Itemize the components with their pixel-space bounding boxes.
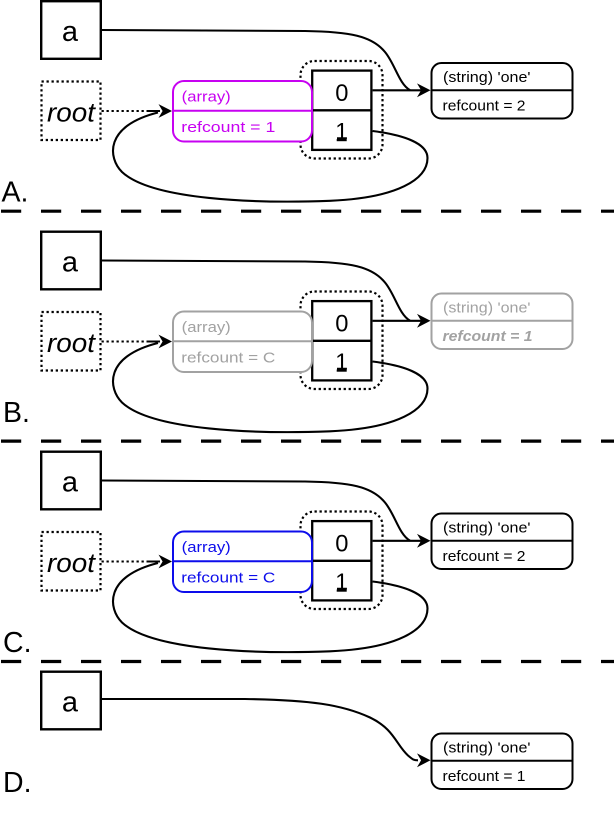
svg-text:root: root	[47, 328, 97, 358]
svg-text:(array): (array)	[182, 319, 231, 336]
svg-text:D.: D.	[3, 767, 32, 799]
svg-text:refcount = 1: refcount = 1	[443, 768, 526, 785]
svg-text:root: root	[47, 98, 97, 128]
svg-text:(string) 'one': (string) 'one'	[443, 300, 531, 317]
svg-text:A.: A.	[2, 177, 29, 209]
svg-text:a: a	[62, 247, 79, 279]
svg-text:B.: B.	[3, 397, 30, 429]
svg-text:refcount = 2: refcount = 2	[443, 548, 526, 565]
svg-text:a: a	[62, 16, 79, 48]
svg-text:(string) 'one': (string) 'one'	[443, 69, 531, 86]
svg-text:C.: C.	[3, 627, 32, 659]
svg-text:1: 1	[335, 569, 348, 595]
svg-text:(string) 'one': (string) 'one'	[443, 520, 531, 537]
svg-text:a: a	[62, 467, 79, 499]
svg-text:(array): (array)	[182, 539, 231, 556]
svg-text:refcount = C: refcount = C	[181, 570, 275, 587]
svg-text:refcount = C: refcount = C	[181, 350, 275, 367]
svg-text:0: 0	[335, 80, 348, 107]
svg-text:(array): (array)	[182, 88, 231, 105]
svg-text:a: a	[62, 687, 79, 719]
svg-text:1: 1	[335, 349, 348, 375]
svg-text:0: 0	[335, 530, 348, 557]
svg-text:refcount = 1: refcount = 1	[443, 328, 533, 345]
svg-text:refcount = 1: refcount = 1	[181, 119, 275, 136]
svg-text:root: root	[47, 548, 97, 578]
svg-text:refcount = 2: refcount = 2	[443, 98, 526, 115]
svg-text:(string) 'one': (string) 'one'	[443, 740, 531, 757]
svg-text:0: 0	[335, 310, 348, 337]
svg-text:1: 1	[335, 118, 348, 144]
